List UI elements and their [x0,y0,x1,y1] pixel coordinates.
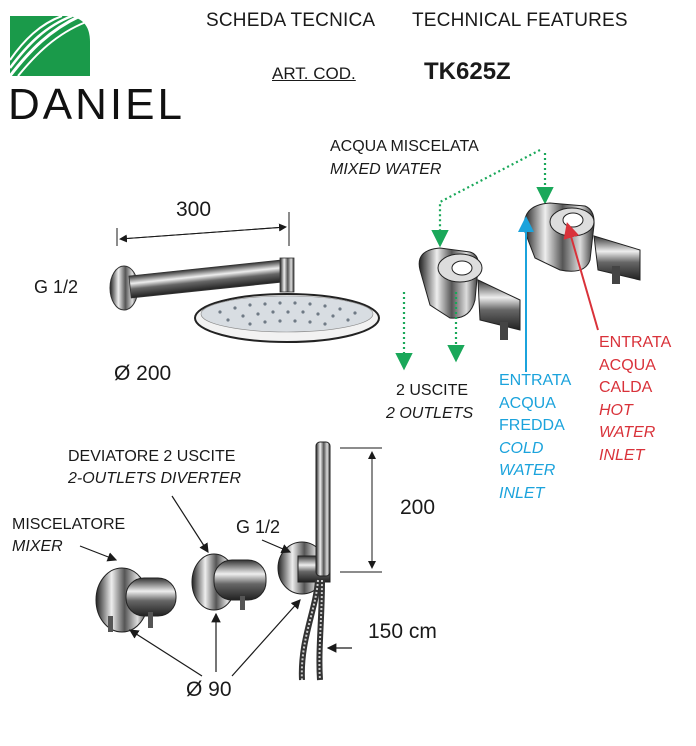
hot-inlet-line: WATER [599,424,656,441]
diverter-label-it: DEVIATORE 2 USCITE [68,448,236,465]
handshower-height-value: 200 [400,496,436,519]
cold-inlet-label: ENTRATA ACQUA FREDDA COLD WATER INLET [499,370,571,505]
mixed-water-label-it: ACQUA MISCELATA [330,138,479,155]
mixed-water-label-en: MIXED WATER [330,161,442,178]
handshower-height-dimension [340,447,382,573]
hot-inlet-line: ACQUA [599,356,656,374]
diverter-drawing [191,553,267,611]
outlets-label-it: 2 USCITE [396,382,469,399]
shower-head-drawing [109,257,380,343]
mixer-label-en: MIXER [12,538,63,555]
hose-length-value: 150 cm [368,620,437,643]
mixed-water-arrows [431,149,554,248]
outlet-thread-label: G 1/2 [236,517,281,537]
cold-inlet-line: ENTRATA [499,372,572,389]
hot-inlet-label: ENTRATA ACQUA CALDA HOT WATER INLET [599,332,671,467]
arm-length-dimension [116,212,290,246]
cold-inlet-line: FREDDA [499,417,565,434]
valve-body-front [418,247,521,340]
mixer-label-it: MISCELATORE [12,516,126,533]
article-code: TK625Z [424,58,511,85]
controls-diameter: Ø 90 [186,678,232,701]
hot-inlet-arrow [563,222,599,331]
hand-shower-drawing [298,441,331,681]
arm-length-value: 300 [176,198,212,221]
cold-inlet-line: COLD [499,439,544,457]
diverter-label-en: 2-OUTLETS DIVERTER [68,470,242,487]
title-english: TECHNICAL FEATURES [412,10,628,31]
article-code-label: ART. COD. [272,64,356,83]
cold-inlet-line: WATER [499,462,556,479]
shower-head-diameter: Ø 200 [114,362,172,385]
hot-inlet-line: HOT [599,401,633,419]
shower-nozzles [218,301,357,326]
hot-inlet-line: INLET [599,446,645,464]
outlets-label-en: 2 OUTLETS [386,405,474,422]
control-pointer-arrows [79,495,352,677]
brand-logo-text: DANIEL [8,80,185,129]
cold-inlet-line: INLET [499,484,545,502]
cold-inlet-line: ACQUA [499,394,556,412]
outlets-arrows [395,292,465,371]
mixer-drawing [95,567,177,633]
hot-inlet-line: ENTRATA [599,334,672,351]
brand-logo-mark [8,14,90,77]
title-italian: SCHEDA TECNICA [206,10,376,31]
shower-thread-label: G 1/2 [34,277,79,297]
hot-inlet-line: CALDA [599,379,653,396]
